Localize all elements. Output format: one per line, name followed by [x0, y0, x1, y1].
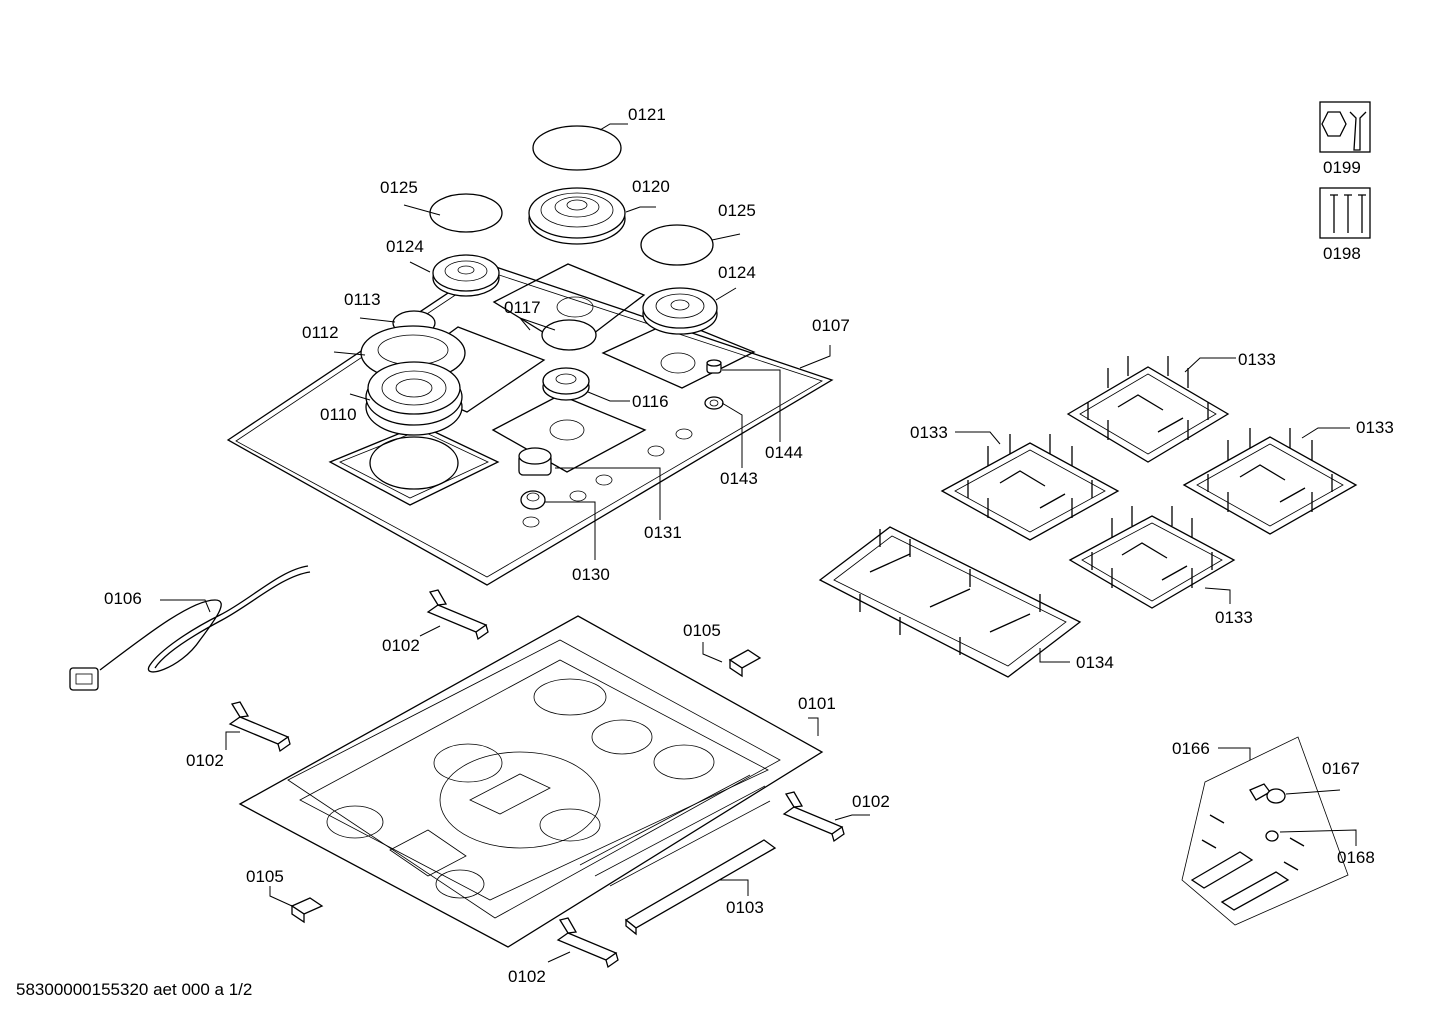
- part-label-0125-right: 0125: [718, 201, 756, 220]
- part-label-0103: 0103: [726, 898, 764, 917]
- part-label-0101: 0101: [798, 694, 836, 713]
- part-label-0113: 0113: [344, 290, 381, 309]
- part-label-0130: 0130: [572, 565, 610, 584]
- part-label-0144: 0144: [765, 443, 803, 462]
- part-label-0110: 0110: [320, 405, 357, 424]
- part-label-0168: 0168: [1337, 848, 1375, 867]
- part-label-0133-top: 0133: [1238, 350, 1276, 369]
- screws-icon: [1319, 187, 1371, 239]
- part-label-0121: 0121: [628, 105, 666, 124]
- part-label-0112: 0112: [302, 323, 339, 342]
- knob-seal: [704, 359, 724, 410]
- burner-cap-small: [392, 310, 597, 351]
- part-label-0198: 0198: [1323, 244, 1361, 263]
- burner-head-large: [528, 187, 626, 245]
- part-label-0116: 0116: [632, 392, 669, 411]
- part-label-0143: 0143: [720, 469, 758, 488]
- service-kit: [1181, 736, 1349, 926]
- part-label-0133-bottom: 0133: [1215, 608, 1253, 627]
- part-label-0102-left: 0102: [186, 751, 224, 770]
- part-label-0120: 0120: [632, 177, 670, 196]
- wrench-nut-icon: [1319, 101, 1371, 153]
- part-label-0131: 0131: [644, 523, 682, 542]
- part-label-0166: 0166: [1172, 739, 1210, 758]
- part-label-0124-right: 0124: [718, 263, 756, 282]
- part-label-0133-right: 0133: [1356, 418, 1394, 437]
- part-label-0102-bottom: 0102: [508, 967, 546, 986]
- burner-cap-large: [532, 125, 622, 171]
- power-cable: [69, 565, 311, 691]
- fixing-bracket: [228, 589, 845, 969]
- part-label-0134: 0134: [1076, 653, 1114, 672]
- control-knob: [518, 447, 552, 510]
- sealing-strip: [624, 839, 777, 936]
- clip: [290, 649, 762, 924]
- wok-burner: [365, 361, 463, 436]
- part-labels: 0121 0120 0125 0125 0124 0124 0113 0117 …: [104, 105, 1394, 986]
- burner-small-head: [542, 367, 590, 401]
- leader-lines: [160, 123, 1357, 963]
- part-label-0167: 0167: [1322, 759, 1360, 778]
- part-label-0199: 0199: [1323, 158, 1361, 177]
- part-label-0105-bottom: 0105: [246, 867, 284, 886]
- burner-head-right: [642, 287, 718, 335]
- part-label-0133-left: 0133: [910, 423, 948, 442]
- document-code: 58300000155320 aet 000 a 1/2: [16, 980, 253, 999]
- hob-bottom-tray: [238, 615, 824, 948]
- part-label-0102-top: 0102: [382, 636, 420, 655]
- part-label-0106: 0106: [104, 589, 142, 608]
- part-label-0125-left: 0125: [380, 178, 418, 197]
- part-label-0117: 0117: [504, 298, 541, 317]
- part-label-0107: 0107: [812, 316, 850, 335]
- part-label-0105-top: 0105: [683, 621, 721, 640]
- part-label-0124-left: 0124: [386, 237, 424, 256]
- burner-head-left: [432, 254, 500, 297]
- pan-support-grate: [818, 356, 1358, 678]
- burner-cap-left: [429, 193, 503, 233]
- part-label-0102-right: 0102: [852, 792, 890, 811]
- burner-cap-right: [640, 224, 714, 266]
